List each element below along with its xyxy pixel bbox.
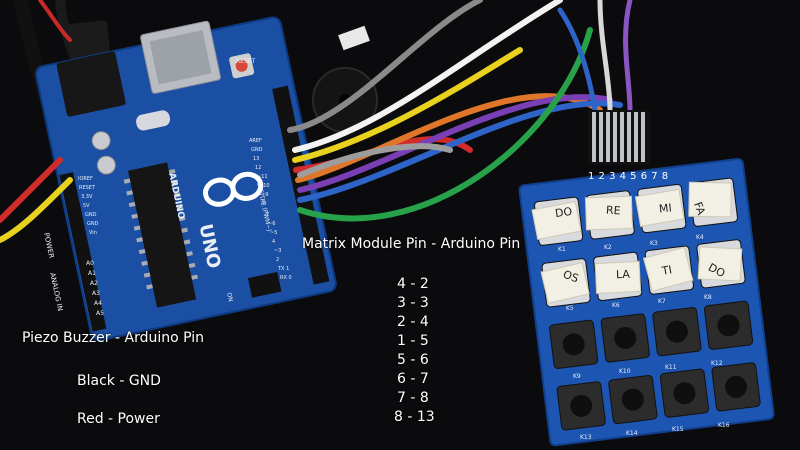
key-label: K3 [650,240,658,247]
key-label: K9 [573,373,581,380]
key-label: K10 [619,368,631,375]
note-label: MI [658,201,673,216]
digital-pin-label: 2 [276,257,280,263]
analog-pin-label: A0 [86,260,94,267]
digital-pin-label: GND [251,147,263,153]
digital-pin-label: TX 1 [278,266,290,272]
digital-pin-label: 7 [266,212,270,218]
analog-pin-label: A3 [92,290,100,297]
analog-pin-label: A4 [94,300,102,307]
key-label: K5 [566,305,574,312]
dc-jack [56,51,126,117]
digital-header [272,85,330,285]
digital-pin-label: ~9 [261,192,269,198]
key-label: K14 [626,430,638,437]
digital-pin-label: ~5 [270,230,278,236]
keypad-board [518,157,775,447]
power-analog-header [59,172,107,332]
key-label: K7 [658,298,666,305]
matrix-pin-mapping: 1 - 5 [397,333,429,349]
matrix-pin-mapping: 2 - 4 [397,314,429,330]
note-label: DO [554,204,573,221]
key-label: K12 [711,360,723,367]
note-label: TI [660,263,674,278]
arduino-logo [203,171,264,207]
key-label: K16 [718,422,730,429]
key-label: K15 [672,426,684,433]
key-label: K11 [665,364,677,371]
piezo-pin-title: Piezo Buzzer - Arduino Pin [22,330,205,346]
note-label: LA [615,267,631,282]
note-tapes [531,181,743,304]
power-pin-label: GND [87,221,99,227]
power-pin-label: Vin [89,230,97,236]
digital-pin-label: ~11 [257,174,268,180]
matrix-pin-mapping: 5 - 6 [397,352,429,368]
analog-pin-label: A1 [88,270,96,277]
digital-pin-label: RX 0 [280,275,292,281]
jumper-wires [0,0,633,243]
digital-pin-label: ~3 [274,248,282,254]
piezo-pin-mapping: Red - Power [77,411,160,427]
digital-pin-label: 13 [253,156,260,162]
key-label: K6 [612,302,620,309]
key-label: K1 [558,246,566,253]
reset-button [235,59,248,72]
keypad-pin-header [588,110,650,165]
digital-pin-label: 12 [255,165,262,171]
key-label: K2 [604,244,612,251]
atmega-chip [127,162,197,308]
digital-pin-label: ~10 [259,183,270,189]
key-label: K13 [580,434,592,441]
digital-pin-label: ~6 [268,221,276,227]
power-pin-label: RESET [79,185,96,191]
analog-pin-label: A5 [96,310,104,317]
digital-pin-label: 4 [272,239,276,245]
analog-pin-label: A2 [90,280,98,287]
digital-pin-label: 8 [263,201,267,207]
power-pin-label: GND [85,212,97,218]
board-reset-label: RESET [236,58,256,65]
power-pin-label: IOREF [78,176,93,182]
power-pin-label: 5V [83,203,90,209]
key-label: K4 [696,234,704,241]
power-pin-label: 3.3V [81,194,93,200]
note-label: RE [605,203,622,218]
matrix-pin-mapping: 8 - 13 [394,409,435,425]
keypad-pin-numbers: 1 2 3 4 5 6 7 8 [588,171,669,182]
piezo-pin-mapping: Black - GND [77,373,161,389]
crystal-oscillator [136,110,171,131]
matrix-pin-mapping: 3 - 3 [397,295,429,311]
arduino-board [35,16,337,342]
matrix-pin-mapping: 4 - 2 [397,276,429,292]
key-label: K8 [704,294,712,301]
digital-pin-label: AREF [249,138,262,144]
matrix-pin-mapping: 6 - 7 [397,371,429,387]
matrix-pin-title: Matrix Module Pin - Arduino Pin [302,236,521,252]
matrix-pin-mapping: 7 - 8 [397,390,429,406]
